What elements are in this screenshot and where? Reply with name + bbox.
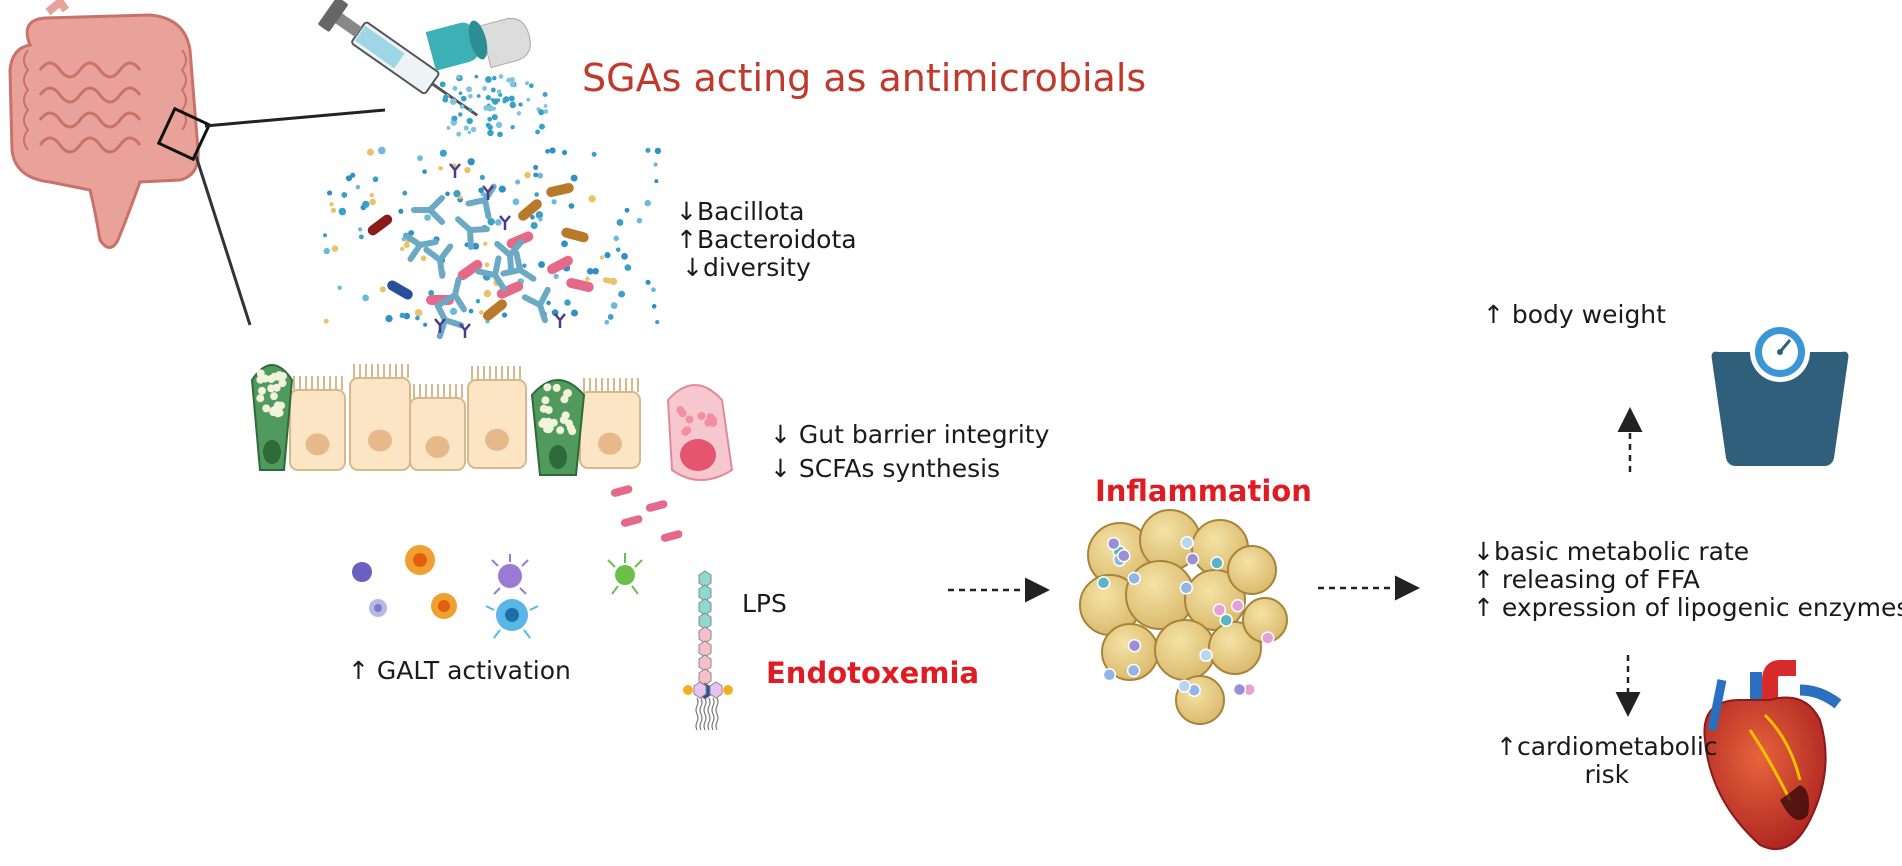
- cardio-line-2: risk: [1584, 760, 1630, 789]
- heart-icon: [1703, 660, 1842, 850]
- main-title: SGAs acting as antimicrobials: [582, 56, 1147, 100]
- cardiometabolic-risk: ↑cardiometabolic risk: [1496, 733, 1718, 789]
- microbiota-changes: ↓Bacillota ↑Bacteroidota ↓diversity: [676, 198, 857, 282]
- ffa-release: ↑ releasing of FFA: [1473, 565, 1700, 594]
- microbiota-bacteroidota: ↑Bacteroidota: [676, 225, 857, 254]
- zoom-indicator: [156, 106, 386, 326]
- barrier-integrity: ↓ Gut barrier integrity: [770, 420, 1050, 449]
- capsule-icon: [425, 18, 531, 71]
- syringe-icon: [318, 0, 479, 117]
- intestine-icon: [8, 0, 200, 249]
- epithelium-icon: [250, 364, 734, 542]
- microbiota-bacillota: ↓Bacillota: [676, 197, 805, 226]
- body-weight-label: ↑ body weight: [1483, 300, 1666, 329]
- scale-icon: [1711, 322, 1849, 466]
- bacteria-cluster-icon: [323, 146, 662, 340]
- barrier-effects: ↓ Gut barrier integrity ↓ SCFAs synthesi…: [770, 421, 1049, 483]
- galt-activation: ↑ GALT activation: [348, 656, 571, 685]
- lipogenic-enzymes: ↑ expression of lipogenic enzymes: [1473, 593, 1902, 622]
- inflammation-label: Inflammation: [1095, 474, 1312, 508]
- scfa-synthesis: ↓ SCFAs synthesis: [770, 454, 1001, 483]
- particle-spray: [439, 74, 549, 138]
- metabolic-effects: ↓basic metabolic rate ↑ releasing of FFA…: [1473, 538, 1902, 622]
- lps-label: LPS: [742, 589, 787, 618]
- cardio-line-1: ↑cardiometabolic: [1496, 732, 1718, 761]
- microbiota-diversity: ↓diversity: [682, 253, 811, 282]
- endotoxemia-label: Endotoxemia: [766, 656, 980, 690]
- immune-cells-icon: [352, 545, 643, 639]
- metabolic-rate: ↓basic metabolic rate: [1473, 537, 1750, 566]
- lps-molecule-icon: [683, 570, 733, 731]
- adipose-tissue-icon: [1079, 509, 1288, 725]
